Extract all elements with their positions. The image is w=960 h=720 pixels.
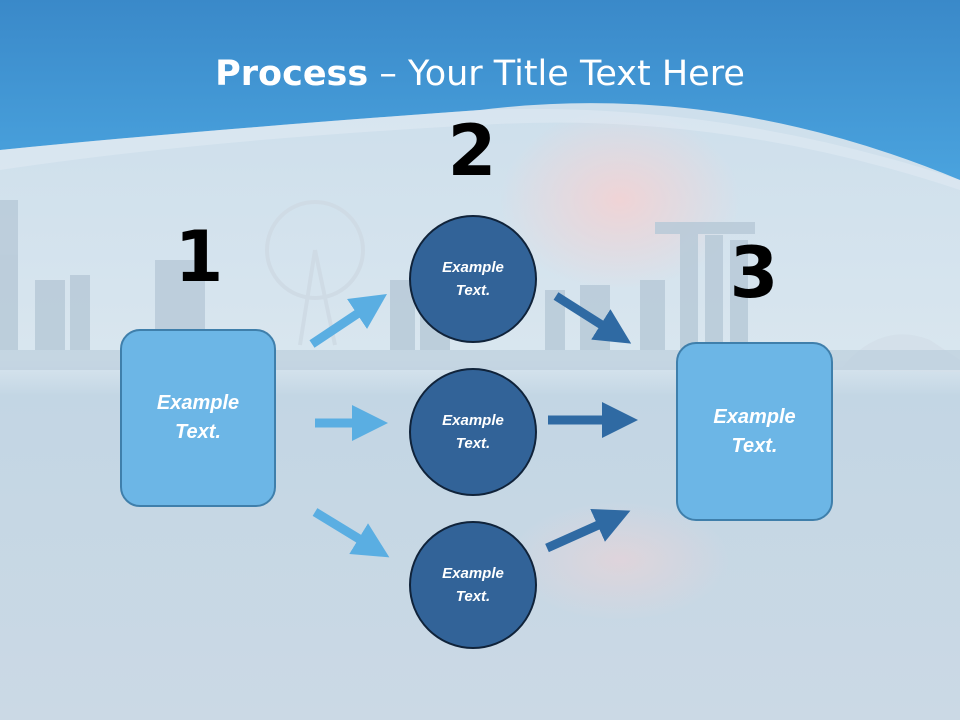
step-3-text: Example Text. xyxy=(713,405,796,457)
arrow-bottom-to-3 xyxy=(545,508,631,553)
step-number-3: 3 xyxy=(729,232,779,314)
slide-title: Process – Your Title Text Here xyxy=(0,50,960,98)
step-3-box: Example Text. xyxy=(676,342,833,521)
title-rest: – Your Title Text Here xyxy=(368,54,745,94)
arrow-1-to-top xyxy=(309,294,387,348)
step-1-box: Example Text. xyxy=(120,329,276,507)
step-2-circle-middle: Example Text. xyxy=(409,368,537,496)
step-2-circle-bottom: Example Text. xyxy=(409,521,537,649)
step-2-circle-top: Example Text. xyxy=(409,215,537,343)
arrow-1-to-bottom xyxy=(312,508,390,558)
step-2-text-middle: Example Text. xyxy=(442,412,504,452)
step-2-text-bottom: Example Text. xyxy=(442,565,504,605)
step-number-1: 1 xyxy=(174,216,224,298)
step-1-text: Example Text. xyxy=(156,392,240,443)
step-2-text-top: Example Text. xyxy=(442,259,504,299)
arrow-top-to-3 xyxy=(553,292,632,344)
step-number-2: 2 xyxy=(447,110,497,192)
title-bold: Process xyxy=(215,54,369,94)
